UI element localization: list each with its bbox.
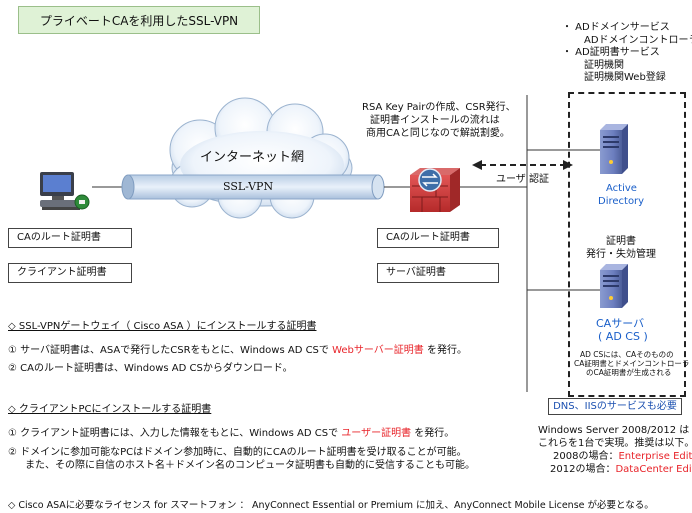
windows-note-2012: 2012の場合：DataCenter Editions: [550, 464, 692, 475]
cert-issue-revoke-label: 発行・失効管理: [586, 249, 656, 260]
ad-domain-controller-label: ADドメインコントローラー: [584, 35, 692, 46]
ad-cert-service-label: ・ AD証明書サービス: [562, 47, 660, 58]
section1-item1: ① サーバ証明書は、ASAで発行したCSRをもとに、Windows AD CSで…: [8, 345, 467, 356]
ca-server-icon: [600, 264, 628, 308]
user-auth-arrow: [472, 160, 573, 170]
asa-server-cert-box: サーバ証明書: [377, 263, 499, 283]
section1-heading: ◇ SSL-VPNゲートウェイ（ Cisco ASA ）にインストールする証明書: [8, 321, 317, 332]
ca-server-label: CAサーバ: [596, 317, 645, 330]
ad-cs-label: ( AD CS ): [598, 330, 648, 343]
client-pc-icon: [40, 172, 90, 210]
license-footer: ◇ Cisco ASAに必要なライセンス for スマートフォン ： AnyCo…: [8, 500, 654, 511]
section1-item2: ② CAのルート証明書は、Windows AD CSからダウンロード。: [8, 363, 293, 374]
user-auth-label: ユーザ 認証: [496, 174, 549, 185]
section2-item1: ① クライアント証明書には、入力した情報をもとに、Windows AD CSで …: [8, 428, 455, 439]
ca-note-line1: AD CSには、CAそのものの: [580, 350, 674, 359]
active-label: Active: [606, 183, 637, 194]
windows-note-line1: Windows Server 2008/2012 は: [538, 425, 690, 436]
internet-label: インターネット網: [200, 150, 305, 165]
client-cert-box: クライアント証明書: [8, 263, 132, 283]
active-directory-server-icon: [600, 124, 628, 174]
server-panel: [568, 92, 686, 397]
rsa-note-line3: 商用CAと同じなので解説割愛。: [366, 128, 510, 139]
ad-domain-service-label: ・ ADドメインサービス: [562, 22, 670, 33]
section2-heading: ◇ クライアントPCにインストールする証明書: [8, 404, 212, 415]
section2-item2-line1: ② ドメインに参加可能なPCはドメイン参加時に、自動的にCAのルート証明書を受け…: [8, 447, 467, 458]
ssl-vpn-tunnel: [121, 174, 385, 200]
cisco-asa-icon: [410, 168, 460, 212]
asa-ca-root-cert-box: CAのルート証明書: [377, 228, 499, 248]
dns-iis-box: DNS、IISのサービスも必要: [548, 398, 682, 415]
directory-label: Directory: [598, 196, 645, 207]
ca-note-line2: CA証明書とドメインコントローラ: [574, 359, 690, 368]
windows-note-line2: これらを1台で実現。推奨は以下。: [538, 438, 692, 449]
ssl-vpn-label: SSL-VPN: [223, 180, 274, 193]
section2-item2-line2: また、その際に自信のホスト名＋ドメイン名のコンピュータ証明書も自動的に受信するこ…: [25, 460, 475, 471]
page-title: プライベートCAを利用したSSL-VPN: [18, 6, 260, 34]
client-ca-root-cert-box: CAのルート証明書: [8, 228, 132, 248]
rsa-note-line1: RSA Key Pairの作成、CSR発行、: [362, 102, 516, 113]
rsa-note-line2: 証明書インストールの流れは: [370, 115, 500, 126]
cert-mgmt-label: 証明書: [606, 236, 636, 247]
ca-note-line3: のCA証明書が生成される: [586, 368, 672, 377]
cert-authority-label: 証明機関: [584, 60, 624, 71]
cert-authority-web-label: 証明機関Web登録: [584, 72, 666, 83]
windows-note-2008: 2008の場合：Enterprise Editions: [553, 451, 692, 462]
